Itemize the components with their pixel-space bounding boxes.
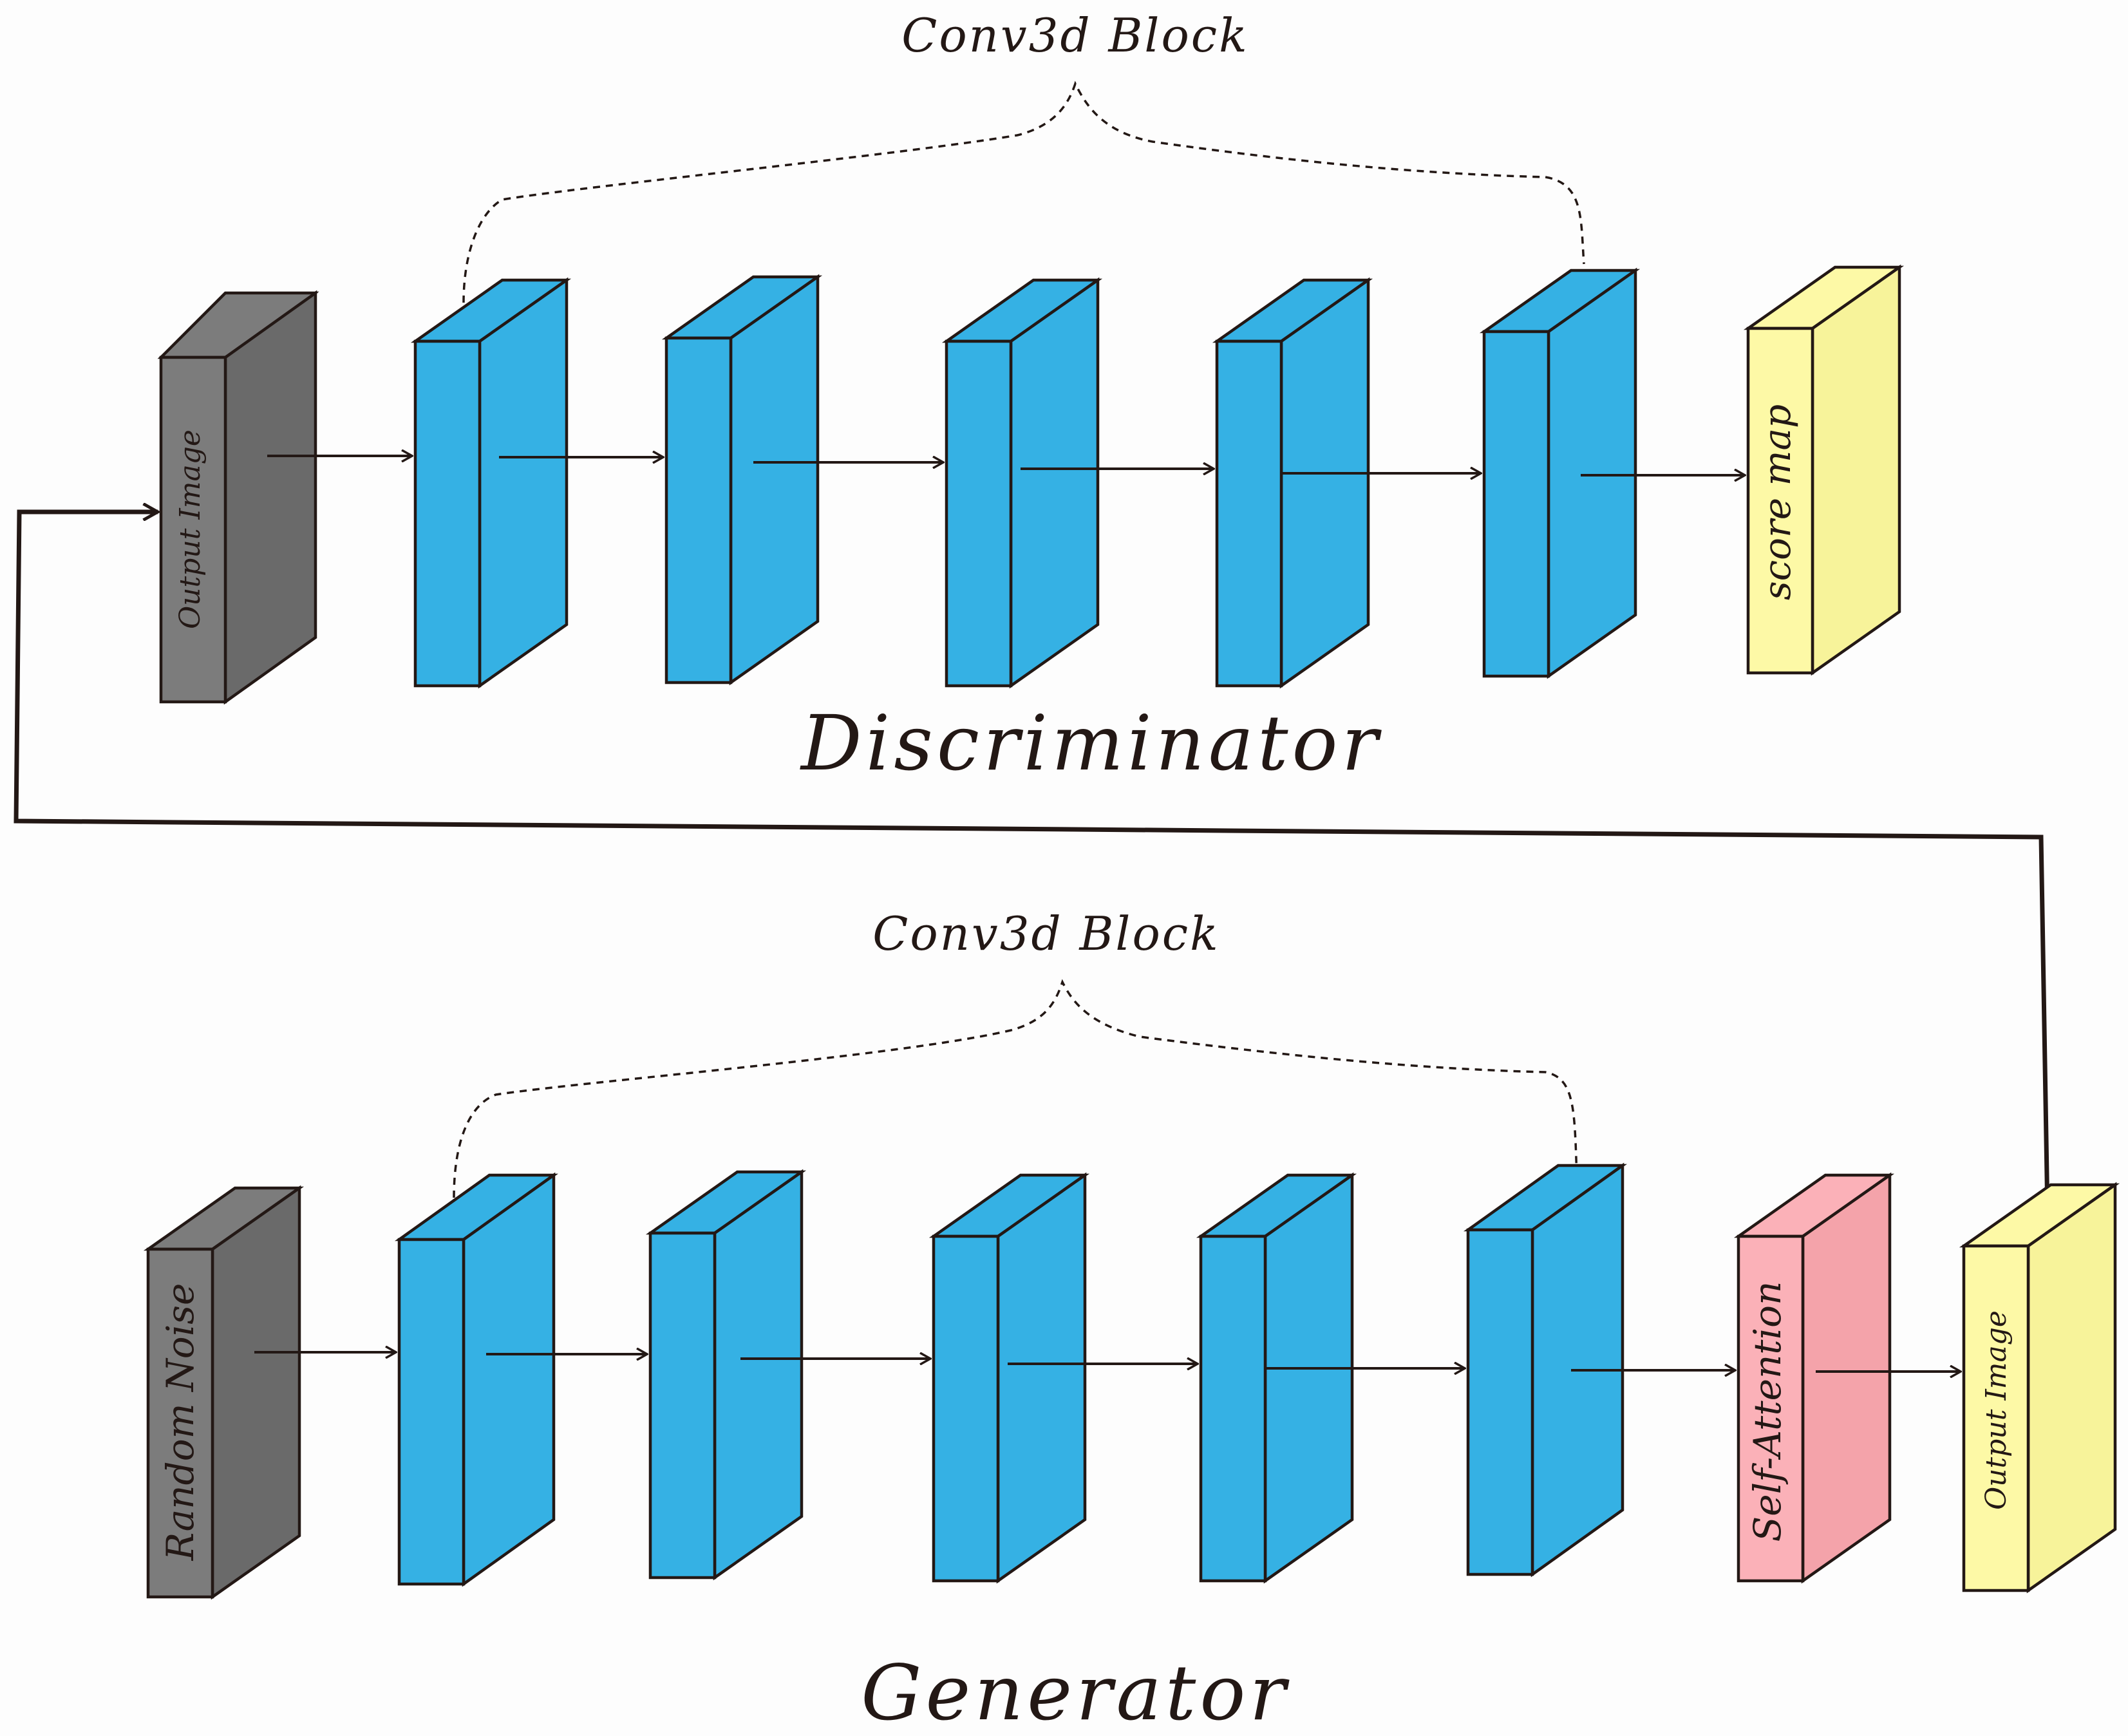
gen-arrows bbox=[254, 1352, 1961, 1372]
disc-output-label: score map bbox=[1755, 404, 1799, 600]
disc-conv-block-4 bbox=[1212, 277, 1373, 689]
disc-score-map-box: score map bbox=[1743, 264, 1905, 676]
gen-output-image-box: Output Image bbox=[1959, 1182, 2120, 1594]
disc-conv-block-3 bbox=[941, 277, 1103, 689]
gen-conv3d-bracket bbox=[453, 979, 1579, 1198]
gen-conv-block-2 bbox=[645, 1169, 807, 1581]
gen-random-noise-box: Random Noise bbox=[143, 1185, 305, 1600]
feedback-connector bbox=[14, 512, 2050, 1214]
disc-input-label: Output Image bbox=[174, 429, 207, 629]
gen-conv3d-label: Conv3d Block bbox=[872, 907, 1220, 961]
disc-conv-block-2 bbox=[661, 274, 823, 686]
gen-conv-block-3 bbox=[928, 1172, 1090, 1584]
discriminator-section: Conv3d Block Output Image bbox=[157, 8, 1905, 788]
gen-conv-block-4 bbox=[1196, 1172, 1357, 1584]
disc-arrows bbox=[267, 456, 1745, 475]
disc-conv-block-5 bbox=[1479, 267, 1641, 679]
disc-input-output-image-box: Output Image bbox=[157, 290, 319, 705]
disc-conv3d-label: Conv3d Block bbox=[901, 8, 1249, 62]
generator-section: Conv3d Block Random Noise bbox=[143, 907, 2120, 1736]
gen-conv-block-1 bbox=[394, 1172, 559, 1587]
generator-title: Generator bbox=[861, 1648, 1290, 1736]
disc-conv3d-bracket bbox=[462, 80, 1585, 303]
gen-attention-label: Self-Attention bbox=[1746, 1281, 1789, 1542]
gen-output-label: Output Image bbox=[1980, 1310, 2013, 1510]
gen-self-attention-box: Self-Attention bbox=[1733, 1172, 1895, 1584]
gen-input-label: Random Noise bbox=[158, 1283, 202, 1561]
disc-conv-block-1 bbox=[410, 277, 572, 689]
discriminator-title: Discriminator bbox=[800, 699, 1382, 788]
